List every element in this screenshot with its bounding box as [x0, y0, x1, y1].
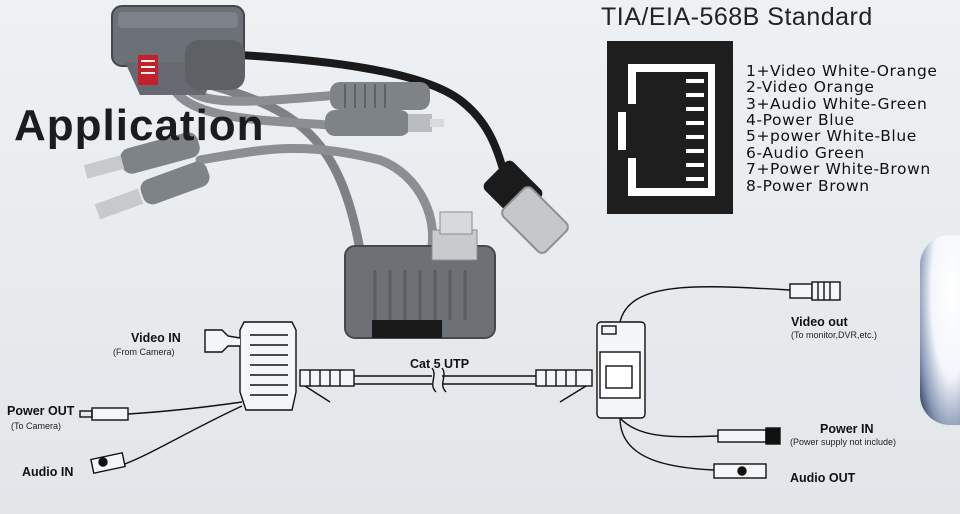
standard-title: TIA/EIA-568B Standard [601, 3, 873, 31]
pin-2: 2-Video Orange [746, 78, 875, 96]
video-out-label: Video out [791, 315, 848, 329]
power-in-note: (Power supply not include) [790, 437, 897, 447]
power-in-cable [619, 417, 719, 438]
power-out-label: Power OUT [7, 404, 75, 418]
power-out-cable [127, 401, 243, 415]
pin-1: 1+Video White-Orange [746, 62, 938, 80]
audio-out-jack [713, 463, 767, 479]
video-in-label: Video IN [131, 331, 181, 345]
gray-cable-to-rj45 [205, 80, 365, 255]
top-balun-block [111, 5, 245, 95]
rca-plug-2 [325, 110, 444, 136]
audio-in-label: Audio IN [22, 465, 74, 479]
right-bnc-connector [789, 281, 841, 301]
pin-7: 7+Power White-Brown [746, 160, 931, 178]
audio-in-plug [90, 451, 126, 475]
left-rj45-plug [299, 369, 355, 403]
video-out-note: (To monitor,DVR,etc.) [791, 330, 878, 340]
left-balun-drawing [204, 321, 297, 411]
video-in-note: (From Camera) [113, 347, 175, 357]
pin-8: 8-Power Brown [746, 177, 870, 195]
rj45-port [372, 320, 442, 338]
rca-plug-1 [330, 82, 430, 110]
pin-5: 5+power White-Blue [746, 127, 917, 145]
pin-4: 4-Power Blue [746, 111, 855, 129]
application-title: Application [14, 101, 265, 150]
right-rj45-plug [535, 369, 593, 403]
power-in-jack [717, 427, 781, 445]
audio-in-cable [121, 405, 243, 466]
pin-6: 6-Audio Green [746, 144, 865, 162]
red-label-sticker [138, 55, 158, 85]
bottom-balun-block [344, 211, 496, 339]
pin-3: 3+Audio White-Green [746, 95, 928, 113]
bnc-plug-cable [483, 160, 569, 254]
audio-out-cable [619, 417, 715, 471]
right-balun-drawing [596, 321, 646, 419]
audio-out-label: Audio OUT [790, 471, 856, 485]
background-slot-highlight [920, 235, 960, 425]
gray-cable-to-dc [195, 143, 438, 260]
dc-plug [94, 161, 210, 220]
power-out-note: (To Camera) [11, 421, 62, 431]
power-out-plug [79, 407, 129, 421]
cat5-label: Cat 5 UTP [410, 357, 470, 371]
rca-plug-3 [83, 132, 200, 179]
video-out-cable [619, 286, 791, 323]
power-in-label: Power IN [820, 422, 874, 436]
